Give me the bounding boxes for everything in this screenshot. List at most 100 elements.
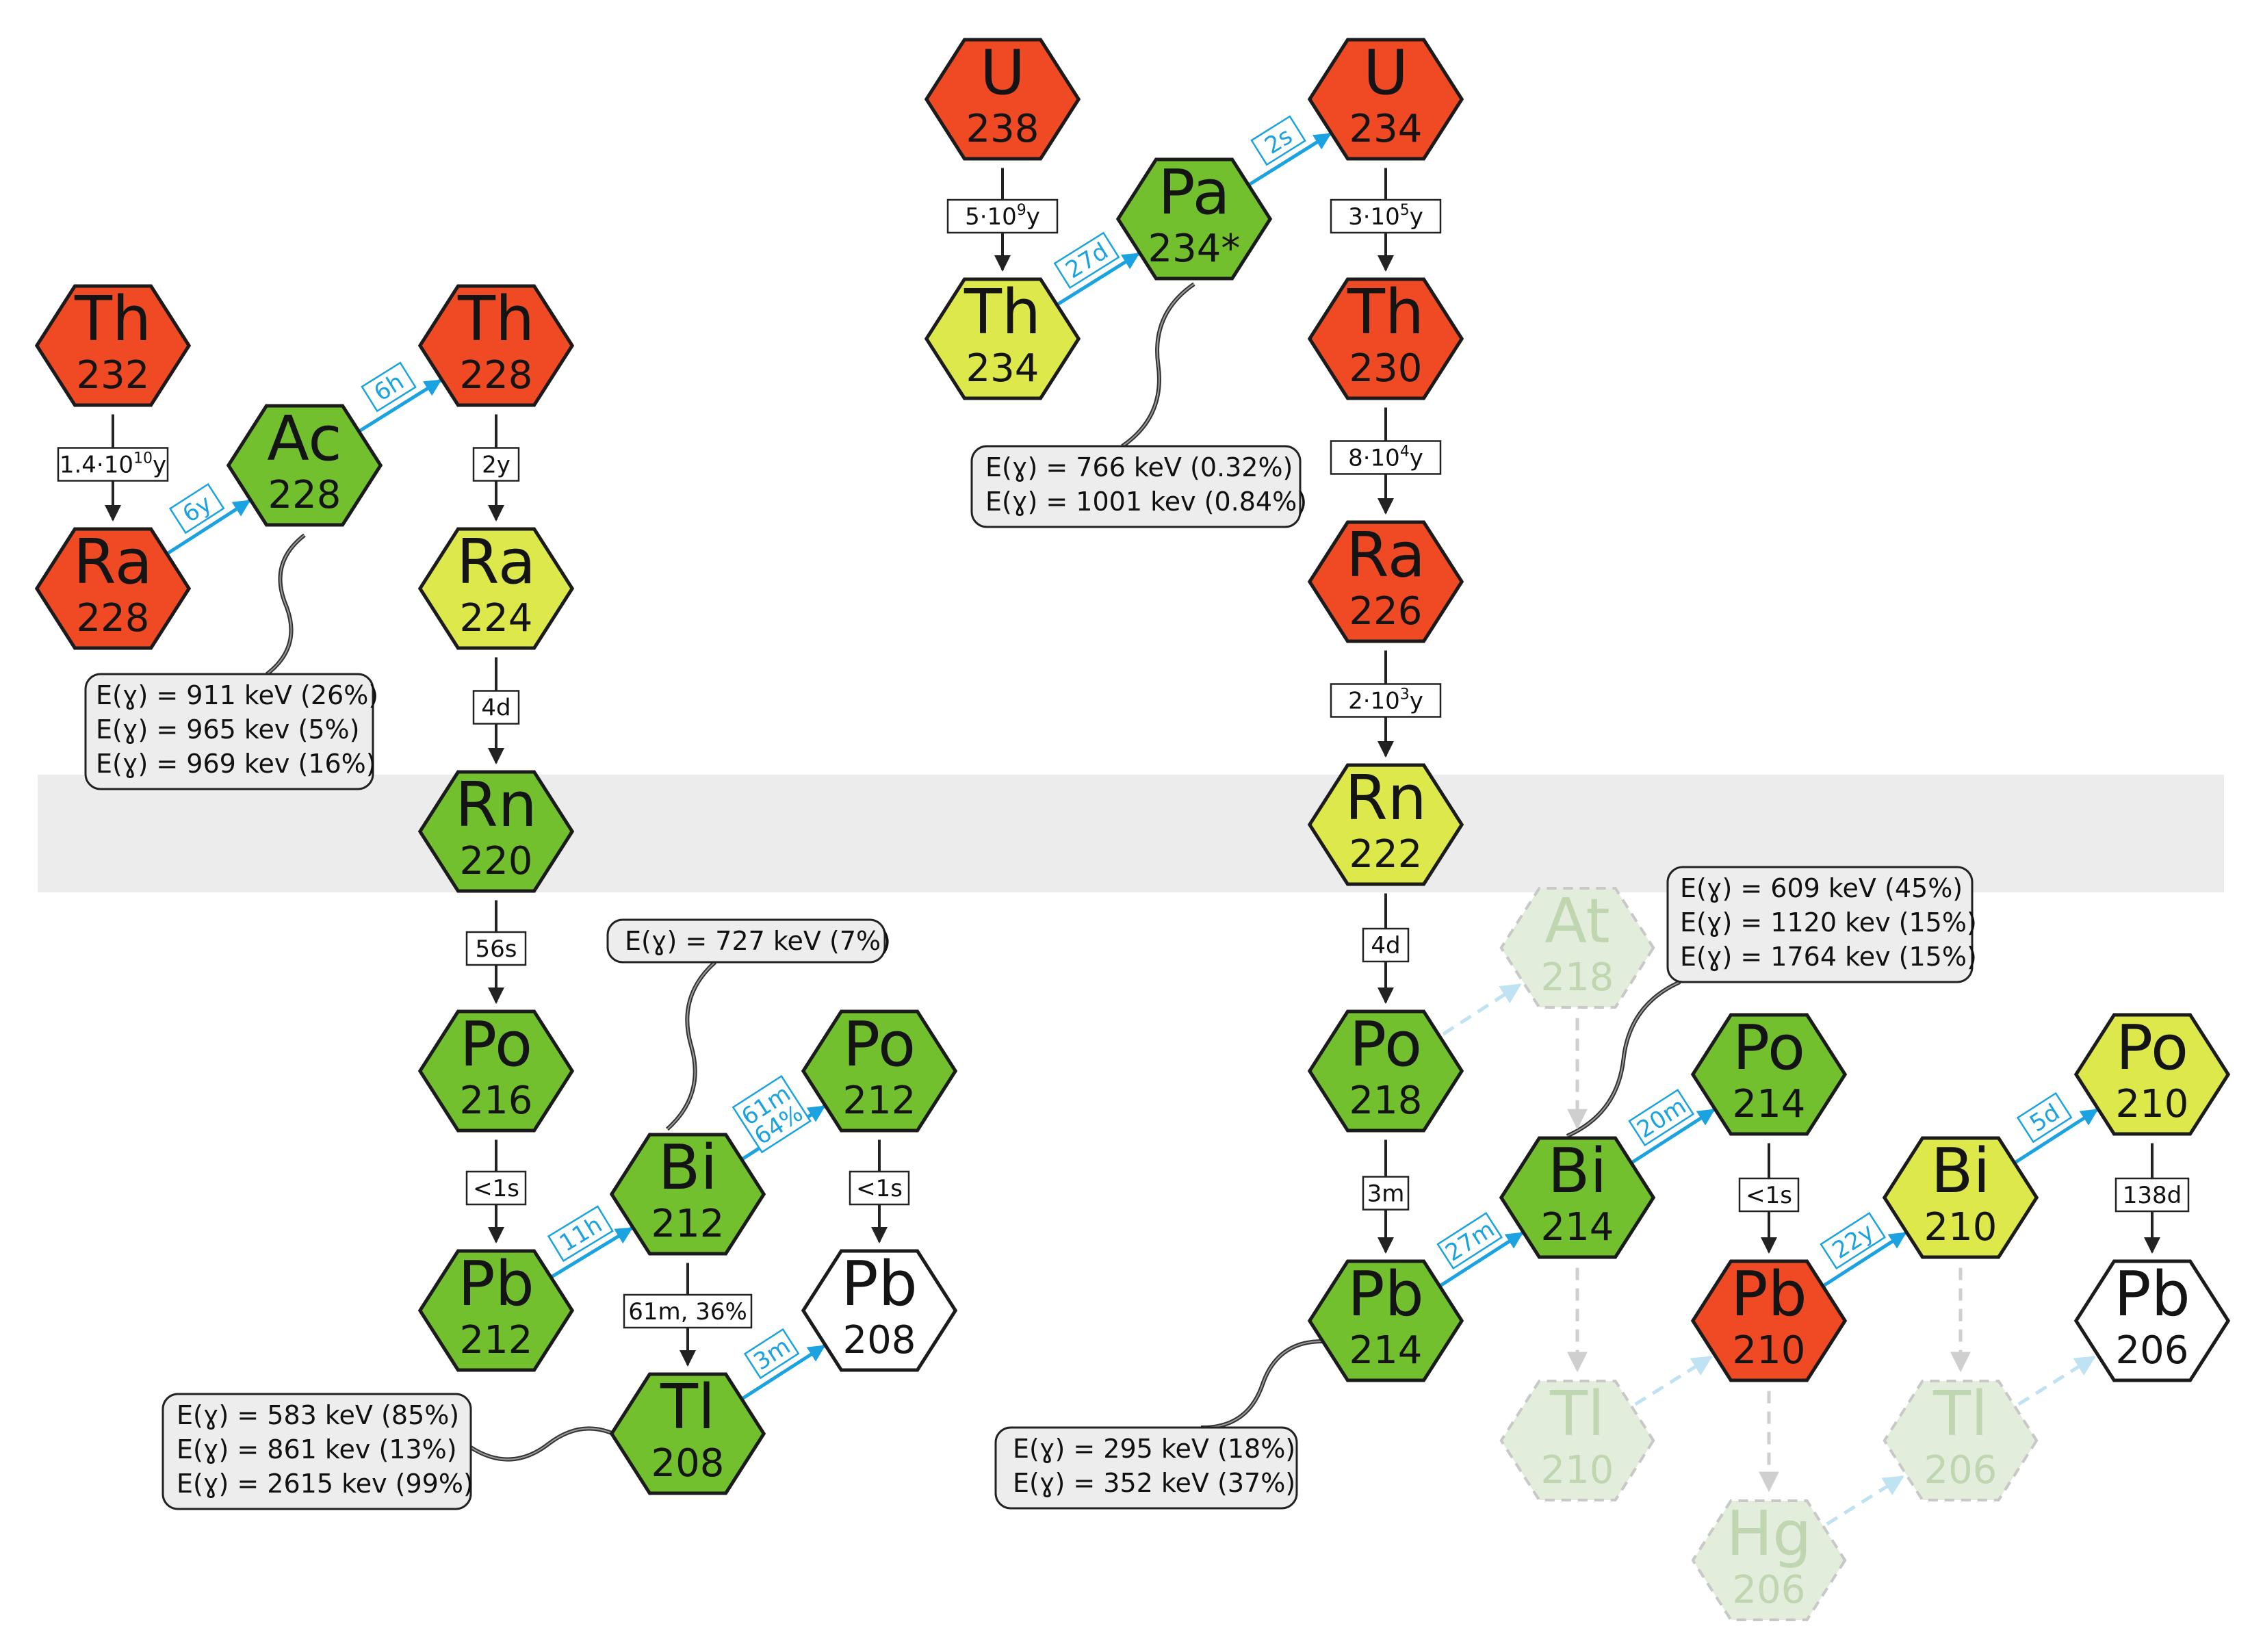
- beta-decay-pb214-bi214: 27m: [1436, 1211, 1524, 1287]
- gamma-connector-highlight: [266, 534, 305, 675]
- beta-label-group: 27d: [1053, 231, 1120, 289]
- alpha-decay-po218-pb214: 3m: [1362, 1139, 1410, 1254]
- beta-decay-arrow: [742, 1344, 826, 1400]
- mass-number: 208: [843, 1318, 916, 1363]
- nuclide-hexagon: [1690, 1259, 1848, 1382]
- half-life-label-box: [1330, 198, 1442, 234]
- nuclides-layer: Th232Ra228Ac228Th228Ra224Rn220Po216Pb212…: [34, 37, 2231, 1621]
- gamma-energy-box-tl208: E(ɣ) = 583 keV (85%)E(ɣ) = 861 kev (13%)…: [161, 1393, 474, 1510]
- mass-number: 218: [1541, 955, 1614, 1000]
- faded-decay-arrow: [1634, 1355, 1713, 1406]
- nuclide-hexagon: [1499, 1380, 1655, 1501]
- half-life-label: 61m, 36%: [628, 1298, 747, 1326]
- gamma-box-frame: [994, 1426, 1298, 1510]
- gamma-energy-line: E(ɣ) = 1120 kev (15%): [1680, 907, 1977, 938]
- half-life-label: 4d: [1371, 932, 1400, 959]
- nuclide-hexagon: [924, 38, 1081, 161]
- half-life-label: 4d: [481, 695, 510, 722]
- element-symbol: Ra: [456, 526, 536, 598]
- beta-decay-tl208-pb208: 3m: [742, 1328, 826, 1400]
- half-life-label-box: [1362, 1176, 1410, 1211]
- nuclide-hexagon: [1499, 1136, 1656, 1259]
- alpha-decay-ra224-rn220: 4d: [472, 657, 520, 764]
- gamma-energy-box-pa234: E(ɣ) = 766 keV (0.32%)E(ɣ) = 1001 kev (0…: [970, 445, 1307, 528]
- nuclide-hexagon: [2073, 1013, 2231, 1136]
- nuclide-hexagon: [1307, 763, 1464, 886]
- element-symbol: At: [1544, 886, 1609, 957]
- gamma-energy-box-bi214: E(ɣ) = 609 keV (45%)E(ɣ) = 1120 kev (15%…: [1666, 866, 1977, 983]
- element-symbol: Ra: [1346, 519, 1425, 591]
- nuclide-hexagon: [2073, 1259, 2231, 1382]
- nuclide-hexagon: [1691, 1499, 1847, 1621]
- faded-decay-arrow: [2017, 1355, 2096, 1406]
- half-life-exponent: 9: [1017, 202, 1026, 219]
- element-symbol: Tl: [660, 1371, 715, 1443]
- half-life-value: 1.4·10: [60, 452, 133, 479]
- nuclide-hexagon: [1690, 1013, 1848, 1136]
- half-life-label-box: [57, 447, 169, 482]
- half-life-label: 2y: [482, 452, 510, 479]
- mass-number: 228: [460, 353, 533, 398]
- element-symbol: Po: [2116, 1012, 2188, 1084]
- nuclide-hexagon: [924, 277, 1081, 400]
- beta-decay-arrow: [2015, 1108, 2099, 1164]
- element-symbol: Po: [460, 1009, 532, 1081]
- beta-decay-arrow: [1440, 1231, 1524, 1287]
- half-life-label-box: [1053, 231, 1120, 289]
- half-life-unit: y: [1410, 445, 1423, 472]
- gamma-energy-box-pb214: E(ɣ) = 295 keV (18%)E(ɣ) = 352 keV (37%): [994, 1426, 1298, 1510]
- nuclide-hexagon: [417, 527, 575, 650]
- nuclide-hexagon: [801, 1249, 958, 1372]
- half-life-label-box: [1330, 440, 1442, 475]
- faded-decay-hg206-tl206: [1826, 1475, 1904, 1526]
- beta-decay-pb210-bi210: 22y: [1820, 1211, 1907, 1287]
- element-symbol: Pb: [2114, 1259, 2190, 1330]
- element-symbol: Ra: [73, 526, 153, 598]
- mass-number: 208: [651, 1441, 725, 1486]
- beta-decay-arrow: [1823, 1231, 1907, 1287]
- beta-label-group: 27m: [1436, 1211, 1503, 1270]
- beta-label-group: 5d: [2016, 1092, 2073, 1144]
- gamma-connector-highlight: [1200, 1340, 1325, 1429]
- beta-decay-bi214-po214: 20m: [1628, 1088, 1716, 1164]
- alpha-decay-th228-ra224: 2y: [472, 414, 520, 521]
- element-symbol: Bi: [1548, 1135, 1607, 1207]
- mass-number: 206: [1924, 1448, 1997, 1493]
- gamma-energy-box-bi212: E(ɣ) = 727 keV (7%): [606, 918, 891, 964]
- half-life-label-box: [465, 931, 527, 966]
- half-life-value: 3·10: [1348, 203, 1400, 231]
- nuclide-hexagon: [1882, 1136, 2039, 1259]
- gamma-box-frame: [161, 1393, 472, 1510]
- gamma-box-frame: [970, 445, 1302, 528]
- half-life-unit: y: [153, 452, 166, 479]
- half-life-label-box: [168, 482, 225, 534]
- nuclide-hexagon: [226, 404, 383, 527]
- beta-decay-arrow: [359, 378, 442, 433]
- nuclide-hexagon: [34, 527, 192, 650]
- mass-number: 210: [1733, 1328, 1806, 1373]
- mass-number: 220: [460, 839, 533, 883]
- half-life-exponent: 10: [133, 450, 153, 467]
- element-symbol: Th: [964, 276, 1041, 348]
- mass-number: 214: [1541, 1205, 1614, 1250]
- faded-decay-tl210-pb210: [1634, 1355, 1713, 1406]
- beta-label-group: 6y: [168, 482, 225, 534]
- nuclide-hexagon: [417, 1249, 575, 1372]
- gamma-lines-layer: [266, 282, 1681, 1462]
- mass-number: 212: [843, 1079, 916, 1123]
- beta-label-group: 11h: [547, 1205, 614, 1263]
- half-life-unit: y: [1410, 688, 1423, 715]
- alpha-decay-po212-pb208: <1s: [849, 1139, 910, 1243]
- half-life-label: <1s: [1746, 1182, 1792, 1209]
- gamma-energy-line: E(ɣ) = 911 keV (26%): [96, 680, 378, 710]
